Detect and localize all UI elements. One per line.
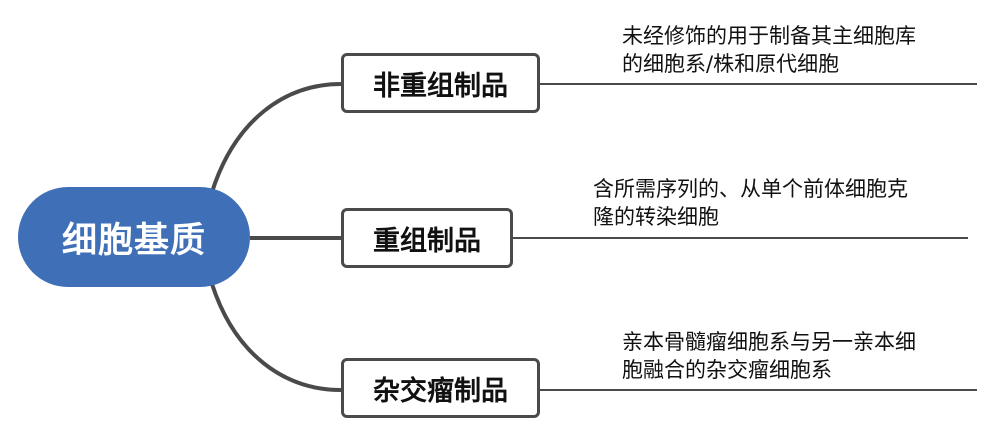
root-node-label: 细胞基质: [61, 220, 206, 261]
note-line: 未经修饰的用于制备其主细胞库: [622, 24, 916, 48]
note-line: 隆的转染细胞: [593, 205, 719, 229]
note-line: 含所需序列的、从单个前体细胞克: [593, 177, 908, 201]
branch-node-hybridoma: 杂交瘤制品: [341, 358, 540, 418]
branch-node-label: 杂交瘤制品: [373, 375, 508, 407]
note-line: 胞融合的杂交瘤细胞系: [622, 358, 832, 382]
branch-note-hybridoma: 亲本骨髓瘤细胞系与另一亲本细 胞融合的杂交瘤细胞系: [622, 328, 916, 384]
branch-node-non-recombinant: 非重组制品: [341, 53, 540, 113]
connector-root-to-branch-2: [210, 283, 342, 392]
root-node: 细胞基质: [18, 187, 250, 287]
branch-node-label: 重组制品: [373, 225, 481, 257]
connector-root-to-branch-0: [210, 82, 342, 193]
note-line: 的细胞系/株和原代细胞: [622, 52, 840, 76]
branch-note-non-recombinant: 未经修饰的用于制备其主细胞库 的细胞系/株和原代细胞: [622, 22, 916, 78]
branch-node-recombinant: 重组制品: [341, 208, 513, 268]
branch-node-label: 非重组制品: [373, 70, 508, 102]
note-line: 亲本骨髓瘤细胞系与另一亲本细: [622, 330, 916, 354]
branch-note-recombinant: 含所需序列的、从单个前体细胞克 隆的转染细胞: [593, 175, 908, 231]
